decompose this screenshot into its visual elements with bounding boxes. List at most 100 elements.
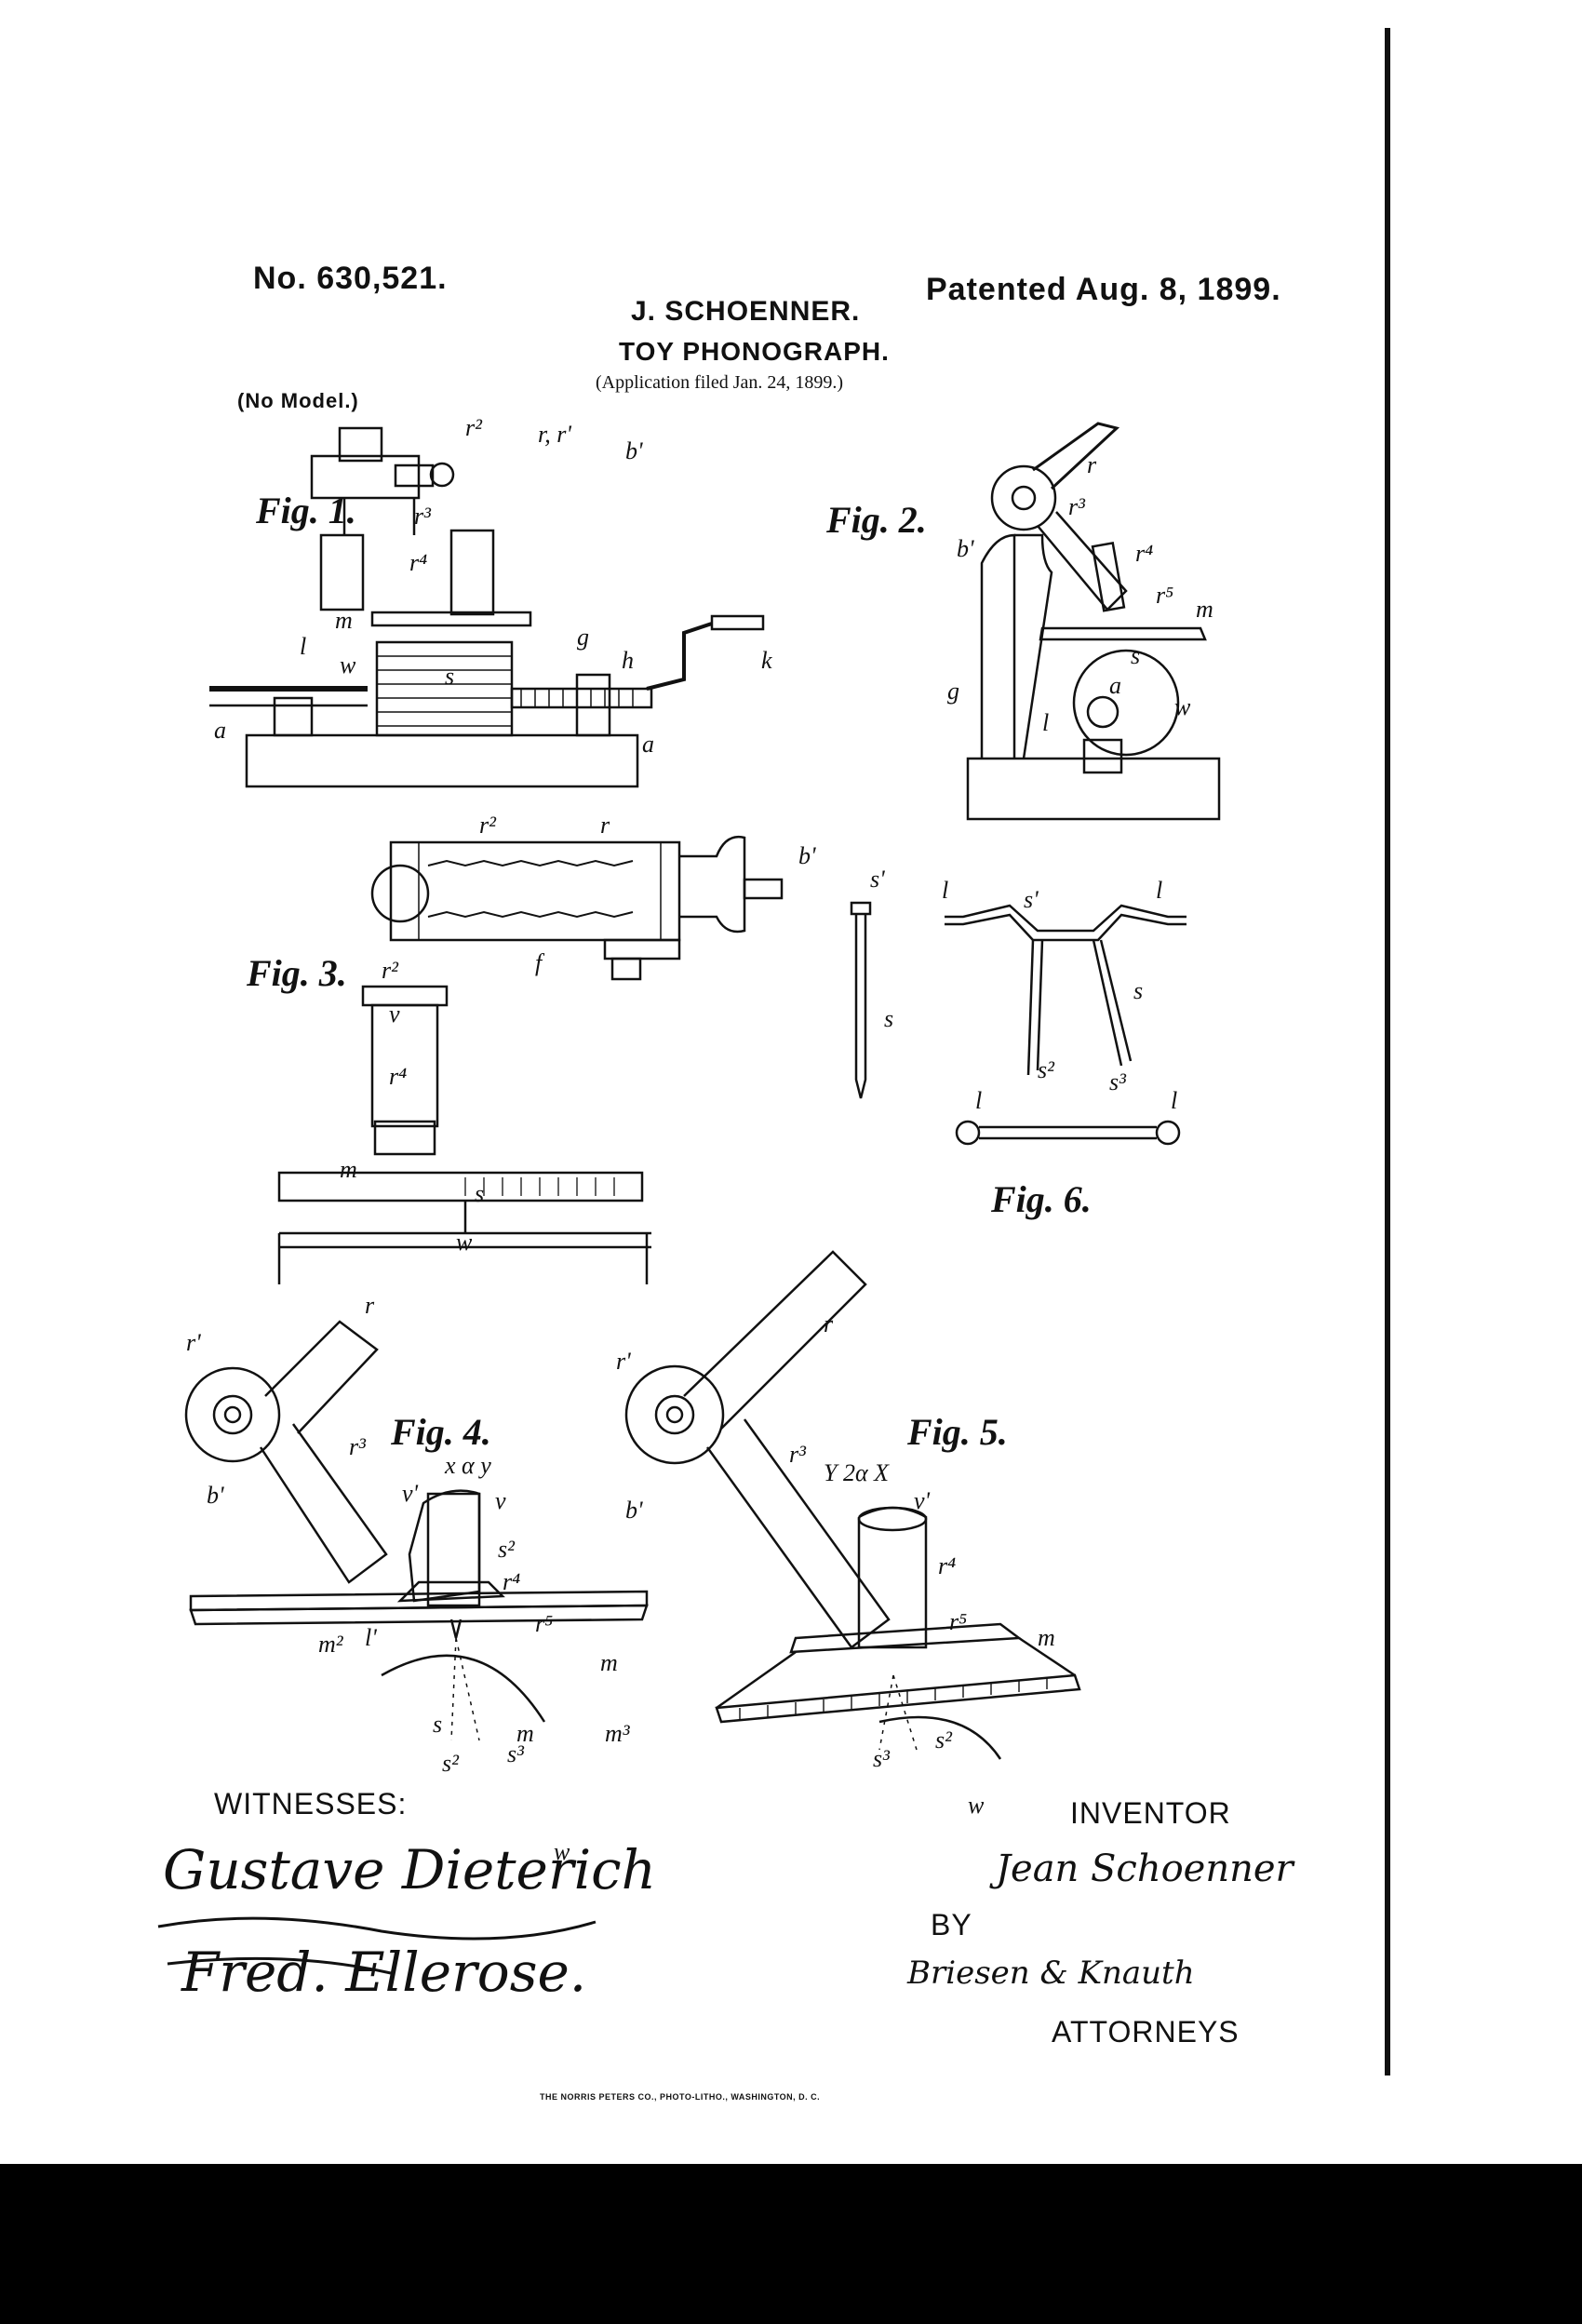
fig4-ref-angle: x α y xyxy=(445,1452,491,1479)
fig4-ref-r1: r' xyxy=(186,1329,201,1356)
fig2-ref-m: m xyxy=(1196,596,1213,623)
application-note: (Application filed Jan. 24, 1899.) xyxy=(596,372,844,393)
fig5-ref-m: m xyxy=(1038,1624,1055,1651)
fig3-ref-r-top: r xyxy=(600,812,610,839)
fig1-ref-r4: r⁴ xyxy=(409,549,428,576)
fig4-drawing xyxy=(184,1320,649,1741)
fig2-ref-b1: b' xyxy=(957,535,974,562)
fig2-ref-s: s xyxy=(1131,642,1141,669)
fig1-ref-r3: r³ xyxy=(414,503,431,530)
fig2-ref-r: r xyxy=(1087,451,1097,478)
scan-right-edge xyxy=(1385,28,1390,2075)
fig5-ref-r1: r' xyxy=(616,1348,631,1375)
needle-ref-s: s xyxy=(884,1005,894,1032)
fig3-ref-r2-top: r² xyxy=(479,812,496,839)
witness-1-signature: Gustave Dieterich xyxy=(163,1838,656,1901)
fig6-ref-l-bl: l xyxy=(975,1087,983,1114)
fig2-ref-r3: r³ xyxy=(1068,493,1085,520)
fig4-ref-s2-upper: s² xyxy=(498,1536,515,1563)
fig2-ref-g: g xyxy=(947,678,959,705)
by-label: BY xyxy=(931,1908,972,1941)
fig6-ref-l-br: l xyxy=(1171,1087,1178,1114)
fig1-ref-s: s xyxy=(445,663,455,690)
fig2-ref-a: a xyxy=(1109,672,1121,699)
fig5-ref-r3: r³ xyxy=(789,1441,806,1468)
fig1-ref-k: k xyxy=(761,647,772,674)
attorneys-label: ATTORNEYS xyxy=(1052,2015,1240,2049)
fig4-ref-m-bottom: m xyxy=(516,1720,534,1747)
fig2-label: Fig. 2. xyxy=(826,499,927,541)
fig3-ref-w: w xyxy=(456,1229,473,1256)
fig4-ref-w: w xyxy=(554,1838,570,1865)
fig4-ref-b1: b' xyxy=(207,1482,224,1509)
fig3-ref-v: v xyxy=(389,1001,400,1028)
fig1-drawing xyxy=(209,426,765,788)
fig5-ref-r5: r⁵ xyxy=(949,1608,968,1635)
attorney-signature: Briesen & Knauth xyxy=(907,1955,1195,1992)
fig1-ref-w: w xyxy=(340,652,356,678)
needle-ref-s1: s' xyxy=(870,866,885,893)
fig5-drawing xyxy=(624,1250,1081,1760)
fig4-ref-l1: l' xyxy=(365,1624,377,1651)
fig6-ref-l-tr: l xyxy=(1156,877,1163,904)
fig4-ref-r: r xyxy=(365,1292,375,1319)
fig4-ref-r3: r³ xyxy=(349,1433,366,1460)
fig2-ref-w: w xyxy=(1174,693,1191,720)
fig5-ref-s2: s² xyxy=(935,1726,952,1753)
fig1-ref-l: l xyxy=(300,633,307,660)
fig1-ref-g: g xyxy=(577,624,589,651)
fig3-ref-r4: r⁴ xyxy=(389,1063,408,1090)
model-note: (No Model.) xyxy=(237,389,359,412)
inventor-name-heading: J. SCHOENNER. xyxy=(631,296,861,327)
fig5-ref-r: r xyxy=(824,1310,834,1337)
witnesses-label: WITNESSES: xyxy=(214,1787,408,1820)
fig6-drawing xyxy=(945,904,1186,1146)
fig4-ref-r4: r⁴ xyxy=(503,1568,521,1595)
fig1-ref-h: h xyxy=(622,647,634,674)
fig1-ref-r: r, r' xyxy=(538,421,571,448)
fig4-ref-s2: s² xyxy=(442,1750,459,1777)
fig4-ref-m-right: m xyxy=(600,1649,618,1676)
fig6-ref-l-tl: l xyxy=(942,877,949,904)
fig3-drawing xyxy=(277,835,784,1284)
fig2-drawing xyxy=(966,422,1221,821)
fig3-label: Fig. 3. xyxy=(247,952,347,994)
fig3-ref-f: f xyxy=(535,949,543,976)
patent-number: No. 630,521. xyxy=(253,261,448,296)
witness-signature-flourish xyxy=(157,1916,597,1975)
fig2-ref-l: l xyxy=(1042,709,1050,736)
fig4-ref-r5: r⁵ xyxy=(535,1610,554,1637)
scan-bottom-border xyxy=(0,2164,1582,2324)
fig4-ref-s: s xyxy=(433,1711,443,1738)
fig5-ref-b1: b' xyxy=(625,1497,643,1524)
fig5-ref-v1: v' xyxy=(914,1487,931,1514)
fig1-ref-m: m xyxy=(335,607,353,634)
fig6-ref-s3: s³ xyxy=(1109,1068,1126,1095)
fig5-label: Fig. 5. xyxy=(907,1411,1008,1453)
inventor-signature: Jean Schoenner xyxy=(996,1847,1294,1890)
needle-drawing xyxy=(850,901,872,1099)
fig1-ref-b1: b' xyxy=(625,437,643,464)
fig3-ref-m: m xyxy=(340,1156,357,1183)
fig1-label: Fig. 1. xyxy=(256,490,356,531)
fig2-ref-r5: r⁵ xyxy=(1156,582,1174,609)
fig6-ref-s2: s² xyxy=(1038,1056,1054,1083)
inventor-label: INVENTOR xyxy=(1070,1796,1231,1830)
fig6-label: Fig. 6. xyxy=(991,1178,1092,1220)
fig4-ref-v1: v' xyxy=(402,1480,419,1507)
patented-date: Patented Aug. 8, 1899. xyxy=(926,272,1281,307)
fig1-ref-a-left: a xyxy=(214,717,226,744)
fig6-ref-s: s xyxy=(1133,977,1144,1004)
fig2-ref-r4: r⁴ xyxy=(1135,540,1154,567)
fig4-ref-v: v xyxy=(495,1487,506,1514)
fig1-ref-r2: r² xyxy=(465,414,482,441)
printer-imprint: THE NORRIS PETERS CO., PHOTO-LITHO., WAS… xyxy=(540,2092,821,2102)
fig1-ref-a-right: a xyxy=(642,731,654,758)
fig6-ref-s1: s' xyxy=(1024,886,1039,913)
fig4-ref-m2: m² xyxy=(318,1631,343,1658)
fig5-ref-w: w xyxy=(968,1792,985,1819)
fig4-label: Fig. 4. xyxy=(391,1411,491,1453)
fig5-ref-s3: s³ xyxy=(873,1745,890,1772)
fig3-ref-r2: r² xyxy=(382,957,398,984)
fig3-ref-b1: b' xyxy=(798,842,816,869)
